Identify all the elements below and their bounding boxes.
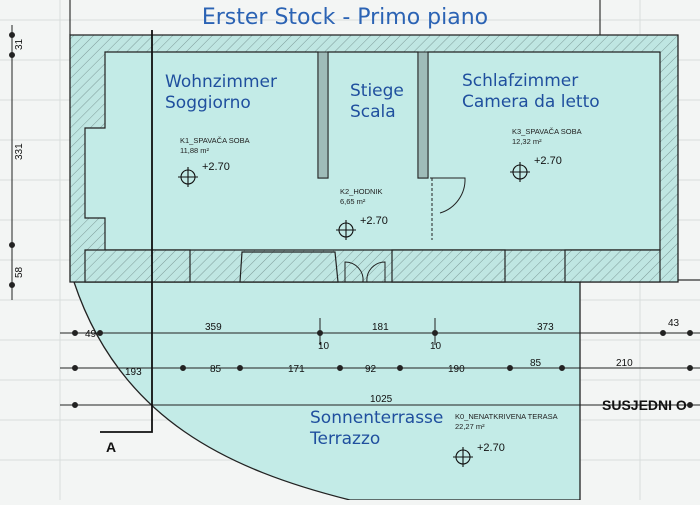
neighbor-label: SUSJEDNI O	[602, 397, 687, 413]
wall-block-4	[564, 249, 661, 283]
dimension-label: 31	[14, 38, 25, 50]
room-name-de: Stiege	[350, 81, 404, 101]
terrace-area	[73, 281, 581, 501]
room-area: 12,32 m²	[512, 137, 542, 146]
elevation-marker-icon	[453, 447, 473, 467]
dimension-label: 181	[372, 322, 389, 333]
south-wall-blocks	[84, 249, 661, 283]
wall-block-2	[239, 251, 339, 283]
dimension-label: 85	[530, 358, 542, 369]
room-name-de: Wohnzimmer	[165, 72, 277, 92]
dimension-label: 193	[125, 367, 142, 378]
room-area: 6,65 m²	[340, 197, 366, 206]
room-name-it: Terrazzo	[309, 429, 380, 449]
dimension-label: 43	[668, 318, 680, 329]
dimension-lines	[60, 318, 700, 408]
section-line	[100, 30, 153, 433]
doors	[344, 177, 466, 283]
dimension-label: 359	[205, 322, 222, 333]
room-name-it: Camera da letto	[462, 92, 600, 112]
dimension-label: 210	[616, 358, 633, 369]
dimension-label: 10	[430, 341, 442, 352]
elevation-marker-icon	[510, 162, 530, 182]
room-code: K0_NENATKRIVENA TERASA	[455, 412, 558, 421]
room-area: 22,27 m²	[455, 422, 485, 431]
elevation-value: +2.70	[477, 442, 505, 454]
dimension-label: 373	[537, 322, 554, 333]
room-name-de: Schlafzimmer	[462, 71, 578, 91]
dimension-label: 1025	[370, 394, 393, 405]
vertical-dimension	[9, 25, 15, 300]
dimension-label: 49	[85, 329, 97, 340]
dimension-label: 92	[365, 364, 377, 375]
door-terrace-left	[344, 261, 364, 283]
room-name-it: Scala	[350, 102, 396, 122]
elevation-marker-icon	[178, 167, 198, 187]
room-code: K3_SPAVAČA SOBA	[512, 127, 582, 136]
dimension-label: 331	[14, 143, 25, 160]
door-bedroom	[430, 177, 466, 214]
room-code: K1_SPAVAČA SOBA	[180, 136, 250, 145]
room-name-it: Soggiorno	[165, 93, 251, 113]
dimension-label: 171	[288, 364, 305, 375]
door-terrace-right	[366, 261, 386, 283]
dimension-label: 190	[448, 364, 465, 375]
plan-title: Erster Stock - Primo piano	[202, 5, 488, 30]
stair-wall-left	[317, 51, 329, 179]
section-marker-label: A	[106, 439, 116, 455]
wall-block-3	[391, 249, 506, 283]
stair-walls	[317, 51, 429, 179]
elevation-value: +2.70	[534, 155, 562, 167]
elevation-value: +2.70	[360, 215, 388, 227]
dimension-label: 10	[318, 341, 330, 352]
elevation-marker-icon	[336, 220, 356, 240]
room-name-de: Sonnenterrasse	[310, 408, 443, 428]
room-code: K2_HODNIK	[340, 187, 383, 196]
wall-block-1	[84, 249, 191, 283]
stair-wall-right	[417, 51, 429, 179]
dimension-label: 85	[210, 364, 222, 375]
elevation-markers	[178, 162, 530, 467]
room-area: 11,88 m²	[180, 146, 210, 155]
elevation-value: +2.70	[202, 161, 230, 173]
dimension-label: 58	[14, 266, 25, 278]
